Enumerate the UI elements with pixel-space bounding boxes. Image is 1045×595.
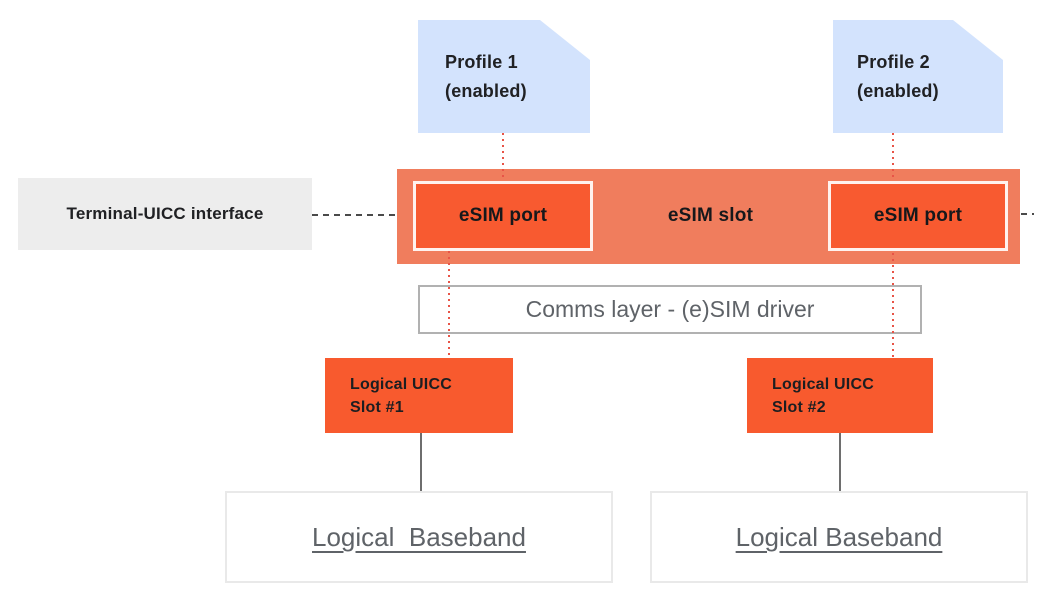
logical-uicc-slot-1-line1: Logical UICC (350, 375, 452, 393)
dashed-line-right-stub (1021, 213, 1034, 215)
profile-2-status: (enabled) (857, 80, 939, 101)
esim-slot-label-wrap: eSIM slot (593, 181, 828, 251)
line-slot1-to-baseband1 (420, 433, 422, 491)
dashed-line-terminal-to-slot (312, 214, 397, 216)
logical-uicc-slot-2-line1: Logical UICC (772, 375, 874, 393)
profile-1-title: Profile 1 (445, 51, 518, 72)
logical-baseband-2-label: Logical Baseband (735, 521, 943, 552)
logical-uicc-slot-2: Logical UICC Slot #2 (747, 358, 933, 433)
profile-2-card: Profile 2 (enabled) (833, 20, 1003, 133)
profile-1-card: Profile 1 (enabled) (418, 20, 590, 133)
profile-2-title: Profile 2 (857, 51, 930, 72)
logical-uicc-slot-1-line2: Slot #1 (350, 398, 404, 416)
dotted-connector-port1-slot1 (448, 251, 450, 358)
comms-layer-label: Comms layer - (e)SIM driver (525, 296, 815, 322)
logical-baseband-1-label: Logical Baseband (312, 521, 526, 552)
logical-uicc-slot-1: Logical UICC Slot #1 (325, 358, 513, 433)
esim-port-1-label: eSIM port (458, 205, 548, 226)
terminal-uicc-interface-label: Terminal-UICC interface (18, 178, 312, 250)
logical-baseband-2: Logical Baseband (650, 491, 1028, 583)
comms-layer-box: Comms layer - (e)SIM driver (418, 285, 922, 334)
line-slot2-to-baseband2 (839, 433, 841, 491)
terminal-uicc-interface-text: Terminal-UICC interface (66, 204, 264, 223)
logical-baseband-1: Logical Baseband (225, 491, 613, 583)
esim-port-2-label: eSIM port (873, 205, 963, 226)
dotted-connector-profile1-port1 (502, 133, 504, 179)
esim-slot-label: eSIM slot (667, 205, 754, 226)
logical-uicc-slot-2-line2: Slot #2 (772, 398, 826, 416)
esim-port-2: eSIM port (828, 181, 1008, 251)
profile-1-status: (enabled) (445, 80, 527, 101)
esim-port-1: eSIM port (413, 181, 593, 251)
